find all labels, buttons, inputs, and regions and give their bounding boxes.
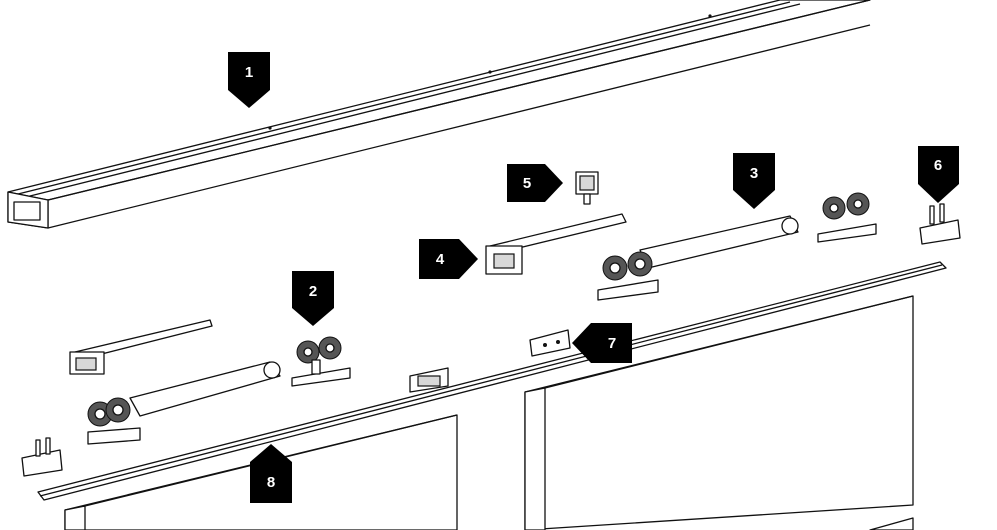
callout-2: 2 [292, 271, 334, 326]
soft-close-unit-3 [597, 215, 799, 301]
callout-2-label: 2 [309, 283, 317, 300]
left-stopper [21, 437, 63, 477]
callout-8: 8 [250, 444, 292, 503]
callout-1-label: 1 [245, 64, 253, 81]
left-soft-close-unit [87, 361, 281, 445]
trolley-right [817, 192, 877, 243]
callout-5-label: 5 [523, 175, 531, 192]
callout-6-label: 6 [934, 157, 942, 174]
callout-4-label: 4 [436, 251, 445, 268]
callout-7-label: 7 [608, 335, 616, 352]
left-damper-arm [69, 319, 213, 375]
floor-guide-track [37, 261, 947, 501]
center-guide [409, 367, 449, 393]
callout-1: 1 [228, 52, 270, 108]
top-rail [7, 0, 871, 229]
floor-guide-7 [529, 329, 571, 357]
callout-3: 3 [733, 153, 775, 209]
activator-5 [575, 171, 599, 205]
callout-5: 5 [507, 164, 563, 202]
trolley-2 [291, 336, 351, 387]
callout-7: 7 [572, 323, 632, 363]
callout-3-label: 3 [750, 165, 758, 182]
callout-8-label: 8 [267, 474, 275, 491]
callout-6: 6 [918, 146, 959, 203]
callout-4: 4 [419, 239, 478, 279]
stopper-6 [919, 203, 961, 245]
damper-arm-4 [485, 213, 627, 275]
right-door-panel [524, 295, 914, 530]
